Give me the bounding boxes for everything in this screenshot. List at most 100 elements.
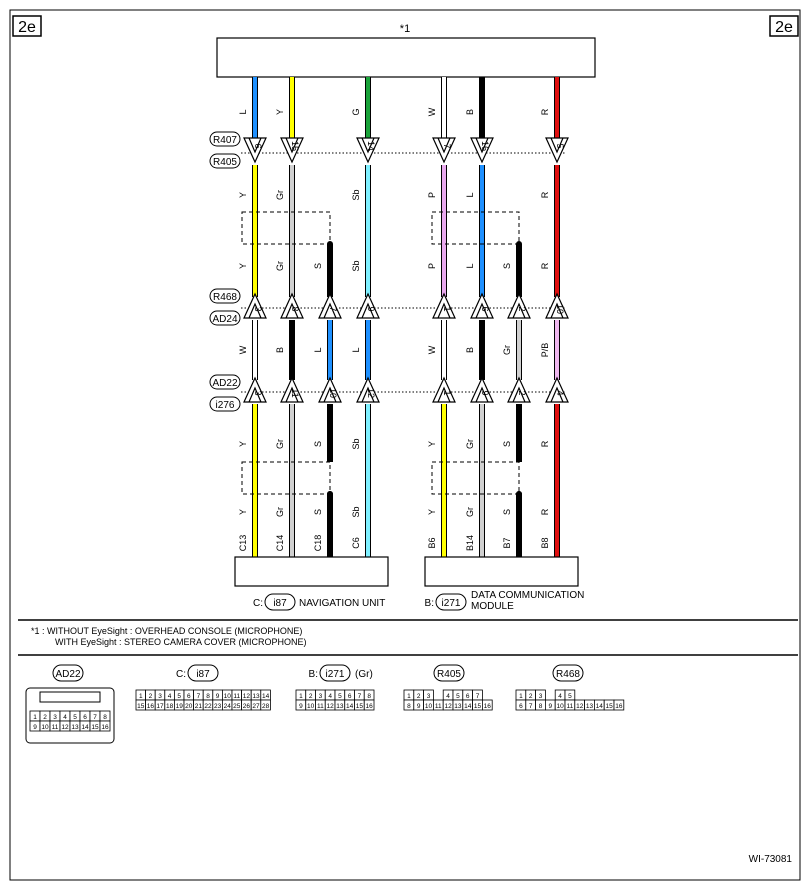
connector-cavity — [99, 720, 111, 732]
terminal-label: C14 — [275, 535, 285, 552]
data-communication-module-box — [424, 556, 579, 587]
wire-color-label: L — [465, 192, 475, 197]
wire-color-label: L — [351, 347, 361, 352]
pin-number: 10 — [328, 388, 338, 398]
cavity-number: 27 — [252, 703, 260, 710]
navigation-unit-box — [234, 556, 389, 587]
svg-text:R405: R405 — [213, 157, 237, 168]
wire-color-label: P — [427, 192, 437, 198]
svg-text:AD24: AD24 — [212, 314, 237, 325]
cavity-number: 2 — [529, 693, 533, 700]
wire-color-label: S — [313, 441, 323, 447]
wire-color-label: Y — [238, 192, 248, 198]
cavity-number: 14 — [262, 693, 270, 700]
wire-color-label: Y — [238, 441, 248, 447]
cavity-number: 4 — [558, 693, 562, 700]
shield-box — [431, 461, 520, 495]
cavity-number: 9 — [216, 693, 220, 700]
cavity-number: 28 — [262, 703, 270, 710]
cavity-number: 11 — [435, 703, 442, 710]
connector-tag-r405: R405 — [209, 153, 241, 169]
cavity-number: 3 — [539, 693, 543, 700]
cavity-number: 1 — [519, 693, 523, 700]
cavity-number: 22 — [204, 703, 212, 710]
cavity-number: 14 — [81, 724, 89, 731]
wire-color-label: S — [313, 263, 323, 269]
shield-drain-dot — [327, 241, 333, 247]
svg-text:C:: C: — [253, 598, 263, 609]
cavity-number: 6 — [187, 693, 191, 700]
shield-box — [241, 211, 331, 245]
svg-text:B:: B: — [425, 598, 434, 609]
cavity-number: 14 — [346, 703, 354, 710]
figure-id: WI-73081 — [749, 854, 793, 865]
cavity-number: 14 — [464, 703, 472, 710]
cavity-number: 6 — [519, 703, 523, 710]
wire-color-label: S — [502, 509, 512, 515]
cavity-number: 6 — [348, 693, 352, 700]
wire-color-label: B — [465, 347, 475, 353]
cavity-number: 10 — [307, 703, 315, 710]
connector-tag-i276: i276 — [209, 396, 241, 412]
cavity-number: 11 — [567, 703, 574, 710]
cavity-number: 10 — [41, 724, 49, 731]
connector-view-prefix: B: — [309, 669, 318, 680]
cavity-number: 4 — [63, 714, 67, 721]
connector-chevron-down — [243, 137, 267, 164]
wire-color-label: S — [502, 441, 512, 447]
shield-drain-dot — [327, 491, 333, 497]
cavity-number: 3 — [53, 714, 57, 721]
terminal-label: C18 — [313, 535, 323, 552]
connector-chevron-up — [356, 292, 380, 319]
connector-chevron-up — [507, 292, 531, 319]
cavity-number: 8 — [367, 693, 371, 700]
connector-cavity — [363, 699, 375, 711]
cavity-number: 15 — [474, 703, 482, 710]
wire-color-label: Y — [427, 509, 437, 515]
cavity-number: 7 — [476, 693, 480, 700]
connector-chevron-down — [545, 137, 569, 164]
connector-chevron-up — [507, 376, 531, 403]
cavity-number: 19 — [176, 703, 184, 710]
wire-color-label: P/B — [540, 343, 550, 358]
cavity-number: 5 — [73, 714, 77, 721]
wire-color-label: B — [465, 109, 475, 115]
wire-color-label: Gr — [275, 507, 285, 517]
wire-color-label: R — [540, 191, 550, 198]
pin-number: 7 — [328, 306, 338, 311]
wire-color-label: Gr — [275, 261, 285, 271]
pin-number: 15 — [290, 141, 300, 151]
terminal-label: C13 — [238, 535, 248, 552]
wire-color-label: Y — [275, 109, 285, 115]
terminal-label: B6 — [427, 537, 437, 548]
cavity-number: 5 — [177, 693, 181, 700]
wire-color-label: Y — [238, 263, 248, 269]
cavity-number: 10 — [224, 693, 232, 700]
wire-color-label: Sb — [351, 506, 361, 517]
cavity-number: 24 — [224, 703, 232, 710]
connector-view-label: R468 — [556, 669, 580, 680]
pin-number: 1 — [442, 306, 452, 311]
cavity-number: 15 — [605, 703, 613, 710]
wire-color-label: R — [540, 262, 550, 269]
wire-color-label: L — [465, 263, 475, 268]
cavity-number: 10 — [556, 703, 564, 710]
connector-view-label: i87 — [196, 669, 210, 680]
top-unit-box — [216, 37, 596, 78]
connector-chevron-down — [432, 137, 456, 164]
connector-view-tag — [319, 664, 351, 682]
page-tag-left: 2e — [12, 15, 42, 37]
shield-drain-dot — [516, 491, 522, 497]
pin-number: 3 — [253, 306, 263, 311]
cavity-number: 1 — [407, 693, 411, 700]
cavity-number: 3 — [427, 693, 431, 700]
cavity-number: 11 — [233, 693, 240, 700]
navigation-unit-label: C: i87 NAVIGATION UNIT — [253, 593, 385, 611]
svg-text:i271: i271 — [442, 598, 461, 609]
pin-number: 8 — [290, 306, 300, 311]
connector-chevron-up — [356, 376, 380, 403]
cavity-number: 13 — [336, 703, 344, 710]
